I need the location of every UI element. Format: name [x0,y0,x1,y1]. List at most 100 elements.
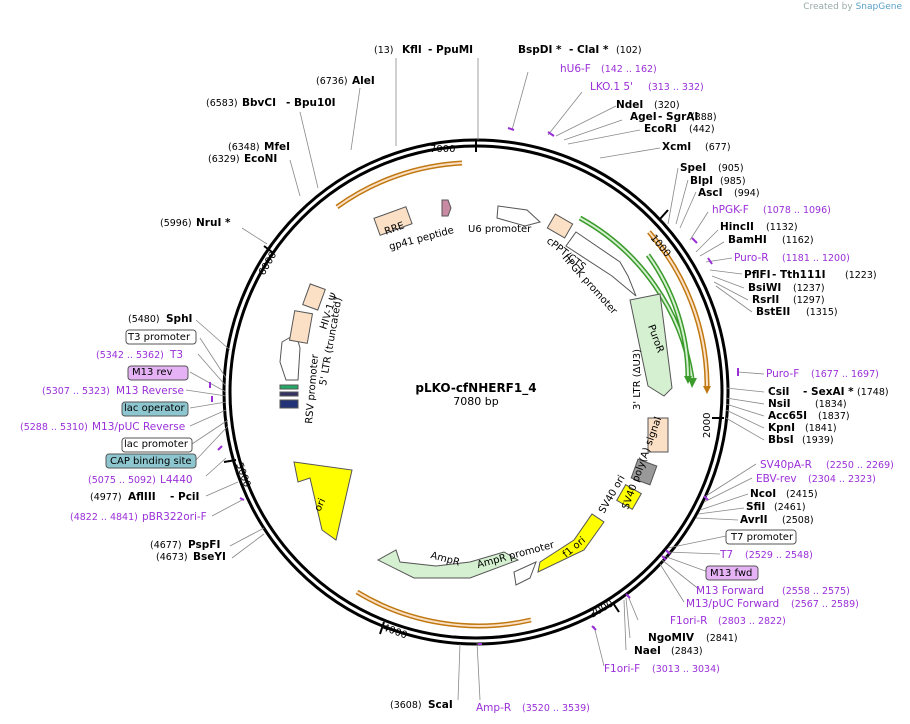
position-label: (3520 .. 3539) [522,703,590,714]
primer-label: T7 [719,549,733,561]
position-label: (1315) [806,307,838,318]
enzyme-label: SfiI [746,501,765,513]
callout-lines [185,58,765,701]
enzyme-label: AleI [352,75,375,87]
enzyme-label: Acc65I [768,410,807,422]
primer-label: F1ori-F [604,663,640,675]
position-label: (442) [689,124,715,135]
label-boxes [105,329,797,581]
position-label: (5342 .. 5362) [96,350,164,361]
enzyme-label: NruI * [196,217,231,229]
enzyme-label: AvrII [740,514,768,526]
position-label: (3608) [390,700,422,711]
primer-label: M13 Reverse [116,385,184,397]
enzyme-label: BbvCI [242,97,276,109]
primer-label: Amp-R [476,702,511,714]
position-label: (3013 .. 3034) [652,664,720,675]
position-label: (2843) [671,646,703,657]
feature-box-label: M13 fwd [710,568,752,579]
enzyme-label: NcoI [750,488,776,500]
position-label: (2803 .. 2822) [718,616,786,627]
enzyme-label: BseYI [193,551,226,563]
enzyme-label: KpnI [768,422,795,434]
primer-label: L4440 [160,474,193,486]
position-label: (102) [616,45,642,56]
position-label: (6736) [316,76,348,87]
feature-box-label: M13 rev [132,367,173,378]
primer-label: T3 [169,349,183,361]
enzyme-label: AgeI [630,111,657,123]
credit: Created by SnapGene [803,2,902,12]
tick-marks [223,140,724,635]
enzyme-label: - SexAI * [803,386,854,398]
position-label: (1677 .. 1697) [811,369,879,380]
position-label: (388) [691,112,717,123]
enzyme-label: ScaI [428,699,453,711]
position-label: (677) [705,142,731,153]
plasmid-size: 7080 bp [453,395,498,408]
enzyme-label: - ClaI * [569,44,609,56]
position-label: (1748) [857,387,889,398]
enzyme-label: AscI [698,187,723,199]
position-label: (6329) [208,154,240,165]
position-label: (4822 .. 4841) [70,512,138,523]
feature-label: U6 promoter [468,224,532,235]
credit-text: Created by [803,2,853,12]
position-label: (6583) [206,98,238,109]
enzyme-label: BstEII [756,306,790,318]
enzyme-label: NgoMIV [648,632,695,644]
position-label: (2415) [786,489,818,500]
position-label: (985) [720,176,746,187]
position-label: (2558 .. 2575) [782,586,850,597]
primer-label: Puro-F [766,368,799,380]
feature-box-label: CAP binding site [110,456,192,467]
primer-label: M13/pUC Forward [686,598,779,610]
position-label: (2304 .. 2323) [808,474,876,485]
primer-label: pBR322ori-F [142,511,207,523]
position-label: (2508) [782,515,814,526]
primer-label: EBV-rev [756,473,797,485]
tick-label: 4000 [381,622,409,641]
enzyme-label: - PciI [170,491,199,503]
enzyme-label: KflI [402,44,422,56]
tick-label: 5000 [233,461,252,489]
enzyme-label: XcmI [662,141,691,153]
position-label: (1834) [815,399,847,410]
primer-sites [209,127,739,645]
enzyme-label: BlpI [690,175,713,187]
enzyme-label: CsiI [768,386,789,398]
primer-label: LKO.1 5' [590,81,633,93]
plasmid-name: pLKO-cfNHERF1_4 [415,381,536,396]
enzyme-label: - Bpu10I [286,97,336,109]
position-label: (1223) [845,270,877,281]
enzyme-label: PspFI [188,539,220,551]
position-label: (142 .. 162) [601,64,657,75]
position-label: (13) [374,45,394,56]
feature-box-label: T7 promoter [730,532,794,543]
position-label: (5288 .. 5310) [20,422,88,433]
position-label: (2250 .. 2269) [826,460,894,471]
enzyme-label: BsiWI [748,282,781,294]
feature-shapes [279,199,673,586]
position-label: (2461) [774,502,806,513]
primer-label: hU6-F [560,63,591,75]
position-label: (2841) [706,633,738,644]
feature-box-label: lac promoter [124,439,189,450]
enzyme-label: AflIII [128,491,156,503]
position-label: (1237) [793,283,825,294]
enzyme-label: BspDI * [518,44,562,56]
position-label: (994) [734,188,760,199]
position-label: (2567 .. 2589) [791,599,859,610]
enzyme-label: EcoRI [644,123,677,135]
primer-label: F1ori-R [670,615,707,627]
position-label: (4977) [90,492,122,503]
tick-label: 2000 [702,413,713,438]
primer-label: hPGK-F [712,204,749,216]
enzyme-label: BamHI [728,234,767,246]
enzyme-label: NdeI [616,99,643,111]
position-label: (5075 .. 5092) [88,475,156,486]
position-label: (1837) [818,411,850,422]
feature-label: RSV promoter [304,353,321,424]
enzyme-label: NaeI [634,645,661,657]
